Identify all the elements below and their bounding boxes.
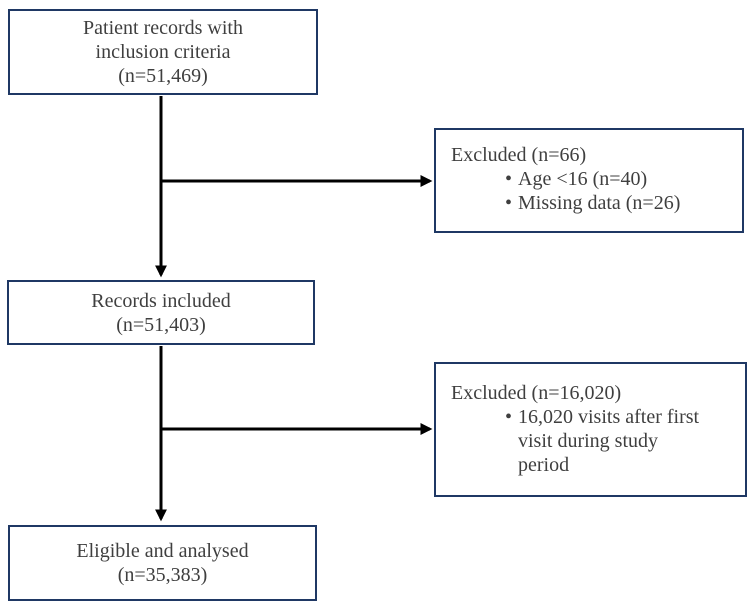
bullet-line: visit during study bbox=[518, 430, 659, 452]
box-line: Records included bbox=[91, 289, 231, 312]
bullet-item: Age <16 (n=40) bbox=[505, 167, 742, 191]
box-patient-records: Patient records with inclusion criteria … bbox=[8, 9, 318, 95]
bullet-line: Missing data (n=26) bbox=[518, 192, 681, 214]
box-line: (n=35,383) bbox=[117, 564, 208, 586]
box-excluded-2: Excluded (n=16,020) 16,020 visits after … bbox=[434, 362, 747, 497]
box-excluded-1: Excluded (n=66) Age <16 (n=40) Missing d… bbox=[434, 128, 744, 233]
box-line: Eligible and analysed bbox=[76, 540, 249, 562]
box-line: (n=51,469) bbox=[118, 65, 208, 87]
excluded-title: Excluded (n=16,020) bbox=[451, 382, 622, 404]
excluded-bullet-list: 16,020 visits after first visit during s… bbox=[436, 405, 745, 477]
box-line: (n=51,403) bbox=[116, 313, 206, 336]
excluded-bullet-list: Age <16 (n=40) Missing data (n=26) bbox=[436, 167, 742, 215]
box-line: Patient records with bbox=[83, 17, 243, 39]
bullet-item: 16,020 visits after first visit during s… bbox=[505, 405, 745, 477]
excluded-title: Excluded (n=66) bbox=[451, 144, 587, 166]
box-line: inclusion criteria bbox=[95, 41, 231, 63]
bullet-line: 16,020 visits after first bbox=[518, 406, 700, 428]
bullet-line: period bbox=[518, 454, 570, 476]
box-records-included: Records included (n=51,403) bbox=[7, 280, 315, 345]
box-eligible-analysed: Eligible and analysed (n=35,383) bbox=[8, 525, 317, 601]
bullet-item: Missing data (n=26) bbox=[505, 191, 742, 215]
bullet-line: Age <16 (n=40) bbox=[518, 168, 648, 190]
